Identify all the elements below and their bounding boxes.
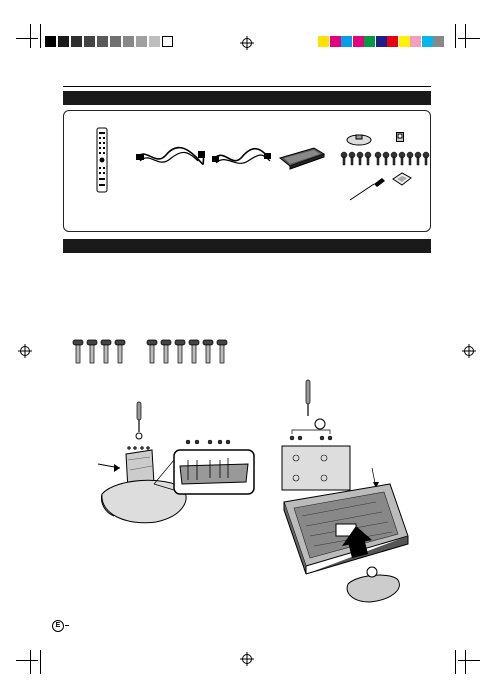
- color-swatch: [387, 36, 398, 47]
- crop-mark: [30, 650, 31, 674]
- remote-control-icon: [96, 127, 108, 193]
- gray-swatch: [45, 36, 56, 47]
- gray-swatch: [97, 36, 108, 47]
- color-swatch: [421, 36, 433, 47]
- crop-mark: [40, 24, 41, 48]
- crop-mark: [458, 38, 480, 39]
- stand-base-icon: [346, 134, 372, 146]
- color-swatch: [433, 36, 444, 47]
- gray-swatch: [162, 36, 173, 47]
- crop-mark: [465, 24, 466, 48]
- tv-mount-illustration: [281, 379, 409, 603]
- gray-swatch: [123, 36, 134, 47]
- color-swatch: [352, 36, 364, 47]
- header-rule: [63, 86, 431, 87]
- registration-mark-icon: [240, 36, 254, 50]
- large-screw-set-icon: [146, 339, 228, 364]
- crop-mark: [455, 24, 456, 48]
- gray-swatch: [136, 36, 147, 47]
- screwdriver-icon: [349, 178, 385, 201]
- manual-leaflet-icon: [392, 172, 412, 186]
- color-swatch: [410, 36, 421, 47]
- gray-swatch: [84, 36, 95, 47]
- language-badge: E: [52, 620, 64, 632]
- av-cable-icon: [212, 147, 271, 164]
- crop-mark: [16, 38, 38, 39]
- color-swatch: [375, 36, 387, 47]
- crop-mark: [16, 660, 38, 661]
- color-swatch: [318, 36, 329, 47]
- color-swatch: [329, 36, 341, 47]
- large-screw-set-icon: [72, 339, 126, 364]
- crop-mark: [30, 24, 31, 48]
- gray-swatch: [149, 36, 160, 47]
- gray-swatch: [71, 36, 82, 47]
- crop-mark: [465, 650, 466, 674]
- registration-mark-icon: [462, 344, 476, 358]
- color-swatch: [364, 36, 375, 47]
- crop-mark: [458, 660, 480, 661]
- page-number-separator: [65, 625, 69, 626]
- registration-mark-icon: [240, 652, 254, 666]
- section-header-bar: [63, 91, 431, 105]
- accessories-box: [63, 110, 431, 232]
- screw-set-icon: [374, 151, 430, 166]
- stand-assembly-illustration: [97, 401, 255, 524]
- color-swatch: [341, 36, 352, 47]
- section-header-bar: [63, 239, 431, 253]
- registration-mark-icon: [18, 344, 32, 358]
- color-swatch: [398, 36, 410, 47]
- power-cord-cable-icon: [136, 146, 205, 166]
- gray-swatch: [58, 36, 69, 47]
- stand-column-icon: [278, 147, 326, 170]
- gray-swatch: [110, 36, 121, 47]
- crop-mark: [40, 650, 41, 674]
- screw-set-icon: [340, 151, 372, 166]
- crop-mark: [455, 650, 456, 674]
- cable-tie-icon: [396, 132, 404, 142]
